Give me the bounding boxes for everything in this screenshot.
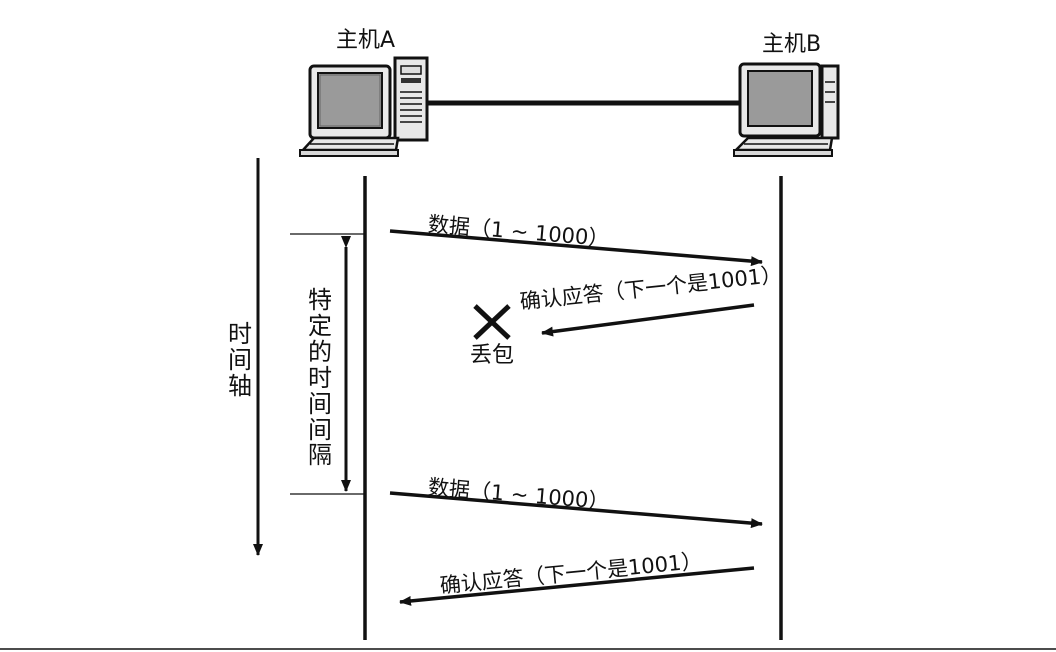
interval-label: 特定的时间间隔 — [308, 286, 332, 470]
x-mark-icon — [473, 304, 511, 340]
host-b-label: 主机B — [762, 32, 822, 57]
host-b-computer-icon — [732, 62, 840, 157]
message-1-arrow — [389, 229, 763, 267]
message-4-arrow — [399, 566, 755, 606]
time-axis-label: 时间轴 — [228, 320, 252, 400]
packet-loss-label: 丢包 — [470, 343, 515, 368]
message-2-arrow — [541, 303, 755, 337]
host-a-label: 主机A — [336, 28, 396, 53]
message-3-arrow — [389, 491, 763, 529]
host-a-computer-icon — [299, 56, 429, 157]
